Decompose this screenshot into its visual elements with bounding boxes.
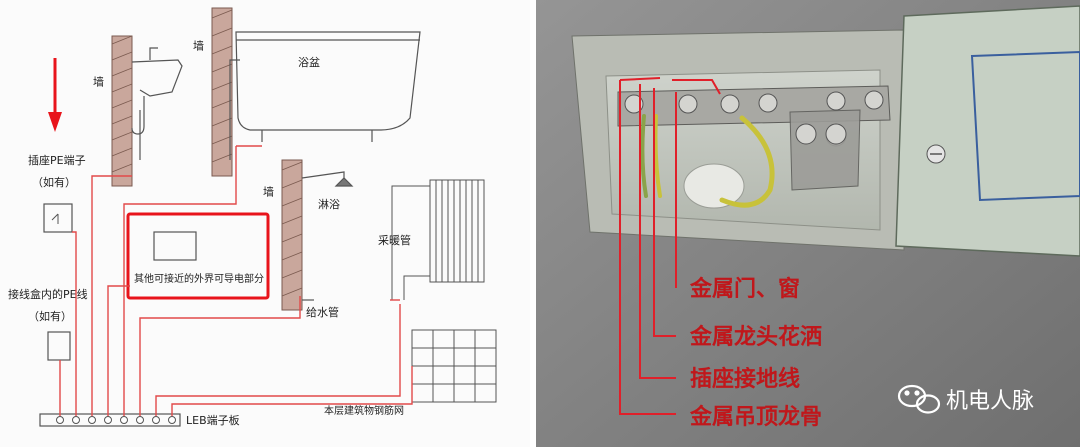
shower-label: 淋浴 [318, 198, 340, 211]
callout-lines [619, 77, 721, 415]
watermark-text: 机电人脉 [946, 389, 1034, 414]
wechat-logo-icon [897, 384, 941, 414]
bathtub-label: 浴盆 [298, 55, 320, 69]
callout-metal-faucet-shower: 金属龙头花洒 [689, 324, 822, 350]
sink-icon [131, 47, 183, 160]
wall-3 [281, 159, 303, 311]
rebar-mesh-label: 本层建筑物钢筋网 [324, 404, 404, 417]
junction-pe-note: （如有） [28, 309, 72, 323]
callout-metal-door-window: 金属门、窗 [689, 276, 800, 302]
cover-plate [895, 5, 1080, 257]
socket-icon [43, 203, 73, 233]
callout-metal-ceiling-keel: 金属吊顶龙骨 [689, 404, 822, 430]
other-parts-label: 其他可接近的外界可导电部分 [134, 272, 264, 285]
radiator-icon [391, 179, 485, 300]
socket-pe-note: （如有） [32, 175, 76, 189]
terminal-bar [617, 85, 891, 191]
callout-socket-ground-wire: 插座接地线 [690, 366, 800, 392]
other-parts-box [153, 231, 197, 261]
leb-label: LEB端子板 [186, 413, 240, 427]
socket-pe-label: 插座PE端子 [28, 153, 86, 167]
other-parts-highlight [126, 212, 270, 300]
ground-wires [640, 114, 775, 208]
wall-1 [111, 35, 133, 187]
junction-pe-label: 接线盒内的PE线 [8, 287, 88, 301]
water-pipe-label: 给水管 [306, 305, 339, 319]
red-arrow-icon [48, 58, 62, 132]
wall-2-label: 墙 [192, 39, 205, 52]
wall-1-label: 墙 [92, 75, 105, 88]
shower-icon [301, 171, 354, 301]
bonding-wires [59, 145, 413, 416]
leb-board [39, 413, 181, 427]
wall-3-label: 墙 [262, 185, 275, 198]
wall-2 [211, 7, 233, 177]
bathtub-icon [229, 31, 421, 160]
junction-box-icon [47, 331, 71, 361]
leb-terminals [56, 416, 176, 424]
heating-pipe-label: 采暖管 [378, 233, 411, 247]
equipotential-bonding-diagram: 墙 墙 浴盆 墙 [0, 0, 530, 447]
junction-box-photo: 金属门、窗 金属龙头花洒 插座接地线 金属吊顶龙骨 机电人脉 [536, 0, 1080, 447]
